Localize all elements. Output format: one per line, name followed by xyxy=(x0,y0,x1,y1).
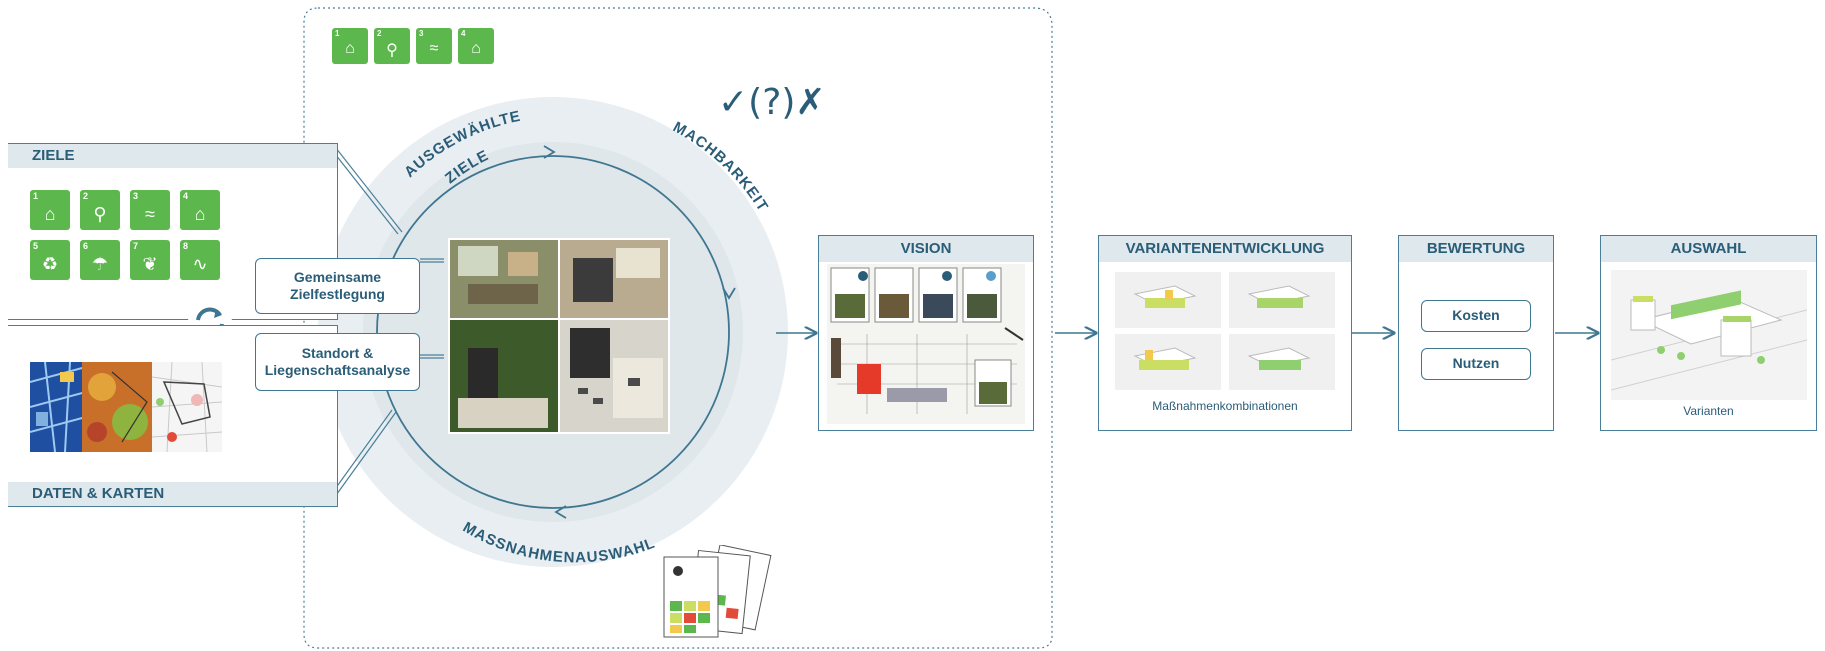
sdg-number: 2 xyxy=(83,191,89,201)
varianten-title: VARIANTENENTWICKLUNG xyxy=(1099,236,1351,262)
kosten-pill: Kosten xyxy=(1421,300,1531,332)
sdg-tile: 7❦ xyxy=(130,240,170,280)
vision-panel: VISION xyxy=(818,235,1034,431)
sdg-number: 4 xyxy=(461,29,466,38)
sdg-number: 7 xyxy=(133,241,139,251)
daten-title: DATEN & KARTEN xyxy=(8,482,337,506)
sdg-number: 8 xyxy=(183,241,189,251)
ring-arrow-right xyxy=(722,287,736,300)
sdg-tile: 8∿ xyxy=(180,240,220,280)
bewertung-title: BEWERTUNG xyxy=(1399,236,1553,262)
run-icon: ⚲ xyxy=(93,204,107,224)
ring-arrow-top xyxy=(543,145,556,159)
connector-daten xyxy=(329,409,393,497)
cycle-ring xyxy=(376,155,730,509)
ring-arrow-bottom xyxy=(554,505,567,519)
vision-board-image xyxy=(827,264,1025,424)
sdg-tile-small: 1⌂ xyxy=(332,28,368,64)
ziele-title: ZIELE xyxy=(8,144,337,168)
feasibility-symbols: ✓(?)✗ xyxy=(718,82,826,123)
sdg-tile: 2⚲ xyxy=(80,190,120,230)
sdg-tile-small: 2⚲ xyxy=(374,28,410,64)
sdg-tile: 5♻ xyxy=(30,240,70,280)
recycle-icon: ♻ xyxy=(41,254,59,274)
sdg-tile: 6☂ xyxy=(80,240,120,280)
handwash-icon: ☂ xyxy=(91,254,109,274)
vision-title: VISION xyxy=(819,236,1033,262)
sdg-glyph-icon: ⚲ xyxy=(386,42,398,59)
standort-line2: Liegenschaftsanalyse xyxy=(264,362,411,378)
auswahl-panel: AUSWAHL Varianten xyxy=(1600,235,1817,431)
zielfestlegung-line1: Gemeinsame xyxy=(293,268,382,285)
leaf-icon: ❦ xyxy=(142,254,158,274)
gemeinsame-zielfestlegung-pill: Gemeinsame Zielfestlegung xyxy=(255,258,420,314)
zielfestlegung-line2: Zielfestlegung xyxy=(290,286,385,302)
house-icon: ⌂ xyxy=(194,204,206,224)
auswahl-title: AUSWAHL xyxy=(1601,236,1816,262)
sdg-glyph-icon: ≈ xyxy=(429,40,439,57)
sdg-number: 4 xyxy=(183,191,189,201)
sdg-tile: 4⌂ xyxy=(180,190,220,230)
nutzen-pill: Nutzen xyxy=(1421,348,1531,380)
sdg-number: 3 xyxy=(419,29,424,38)
sdg-number: 6 xyxy=(83,241,89,251)
sdg-tile-small: 4⌂ xyxy=(458,28,494,64)
heartbeat-icon: ∿ xyxy=(192,254,208,274)
sdg-number: 3 xyxy=(133,191,139,201)
sdg-tile-small: 3≈ xyxy=(416,28,452,64)
varianten-caption: Maßnahmenkombinationen xyxy=(1152,399,1298,413)
sdg-glyph-icon: ⌂ xyxy=(471,40,481,57)
variant-models-image xyxy=(1115,272,1337,392)
map-thumbnail-1 xyxy=(30,362,86,452)
sdg-number: 1 xyxy=(335,29,340,38)
bewertung-panel: BEWERTUNG Kosten Nutzen xyxy=(1398,235,1554,431)
sdg-tile: 1⌂ xyxy=(30,190,70,230)
standort-liegenschaftsanalyse-pill: Standort & Liegenschaftsanalyse xyxy=(255,333,420,391)
variantenentwicklung-panel: VARIANTENENTWICKLUNG xyxy=(1098,235,1352,431)
measure-cards xyxy=(660,545,776,643)
sdg-number: 1 xyxy=(33,191,39,201)
sdg-number: 2 xyxy=(377,29,382,38)
auswahl-caption: Varianten xyxy=(1683,404,1734,418)
fish-icon: ≈ xyxy=(145,204,155,224)
sdg-number: 5 xyxy=(33,241,39,251)
workshop-photo-collage xyxy=(448,238,670,434)
sdg-glyph-icon: ⌂ xyxy=(345,40,355,57)
dashed-frame xyxy=(303,7,1053,649)
map-thumbnail-3 xyxy=(152,362,222,452)
connector-ziele xyxy=(331,142,403,233)
selected-variant-image xyxy=(1611,270,1807,400)
map-thumbnail-2 xyxy=(82,362,152,452)
standort-line1: Standort & xyxy=(301,344,374,361)
sdg-tile: 3≈ xyxy=(130,190,170,230)
home-icon: ⌂ xyxy=(44,204,56,224)
